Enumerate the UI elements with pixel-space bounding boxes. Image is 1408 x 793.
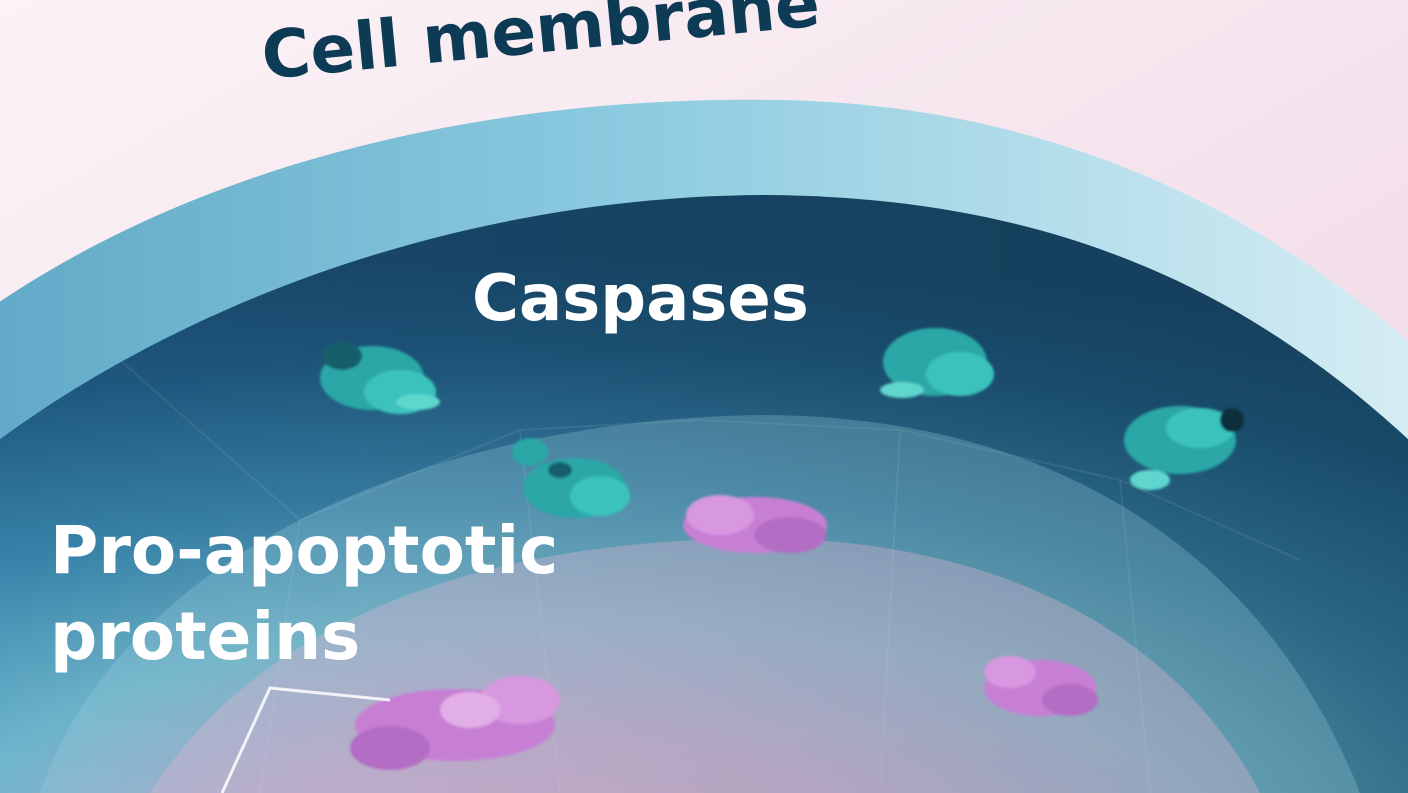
caspase-protein-1 xyxy=(320,342,440,414)
pro-apoptotic-protein-2 xyxy=(984,656,1098,716)
caspase-protein-2 xyxy=(880,328,994,398)
label-leader-line xyxy=(220,686,391,793)
pro-apoptotic-protein-3 xyxy=(350,676,560,770)
caspase-protein-4 xyxy=(512,438,630,518)
pro-apoptotic-protein-1 xyxy=(683,495,827,553)
caspase-protein-3 xyxy=(1124,406,1244,490)
pro-apoptotic-label-line2: proteins xyxy=(50,598,361,675)
facet-lines xyxy=(119,359,1301,793)
pro-apoptotic-proteins-label: Pro-apoptotic proteins xyxy=(50,508,558,680)
pro-apoptotic-label-line1: Pro-apoptotic xyxy=(50,512,559,589)
caspases-label: Caspases xyxy=(472,262,809,336)
